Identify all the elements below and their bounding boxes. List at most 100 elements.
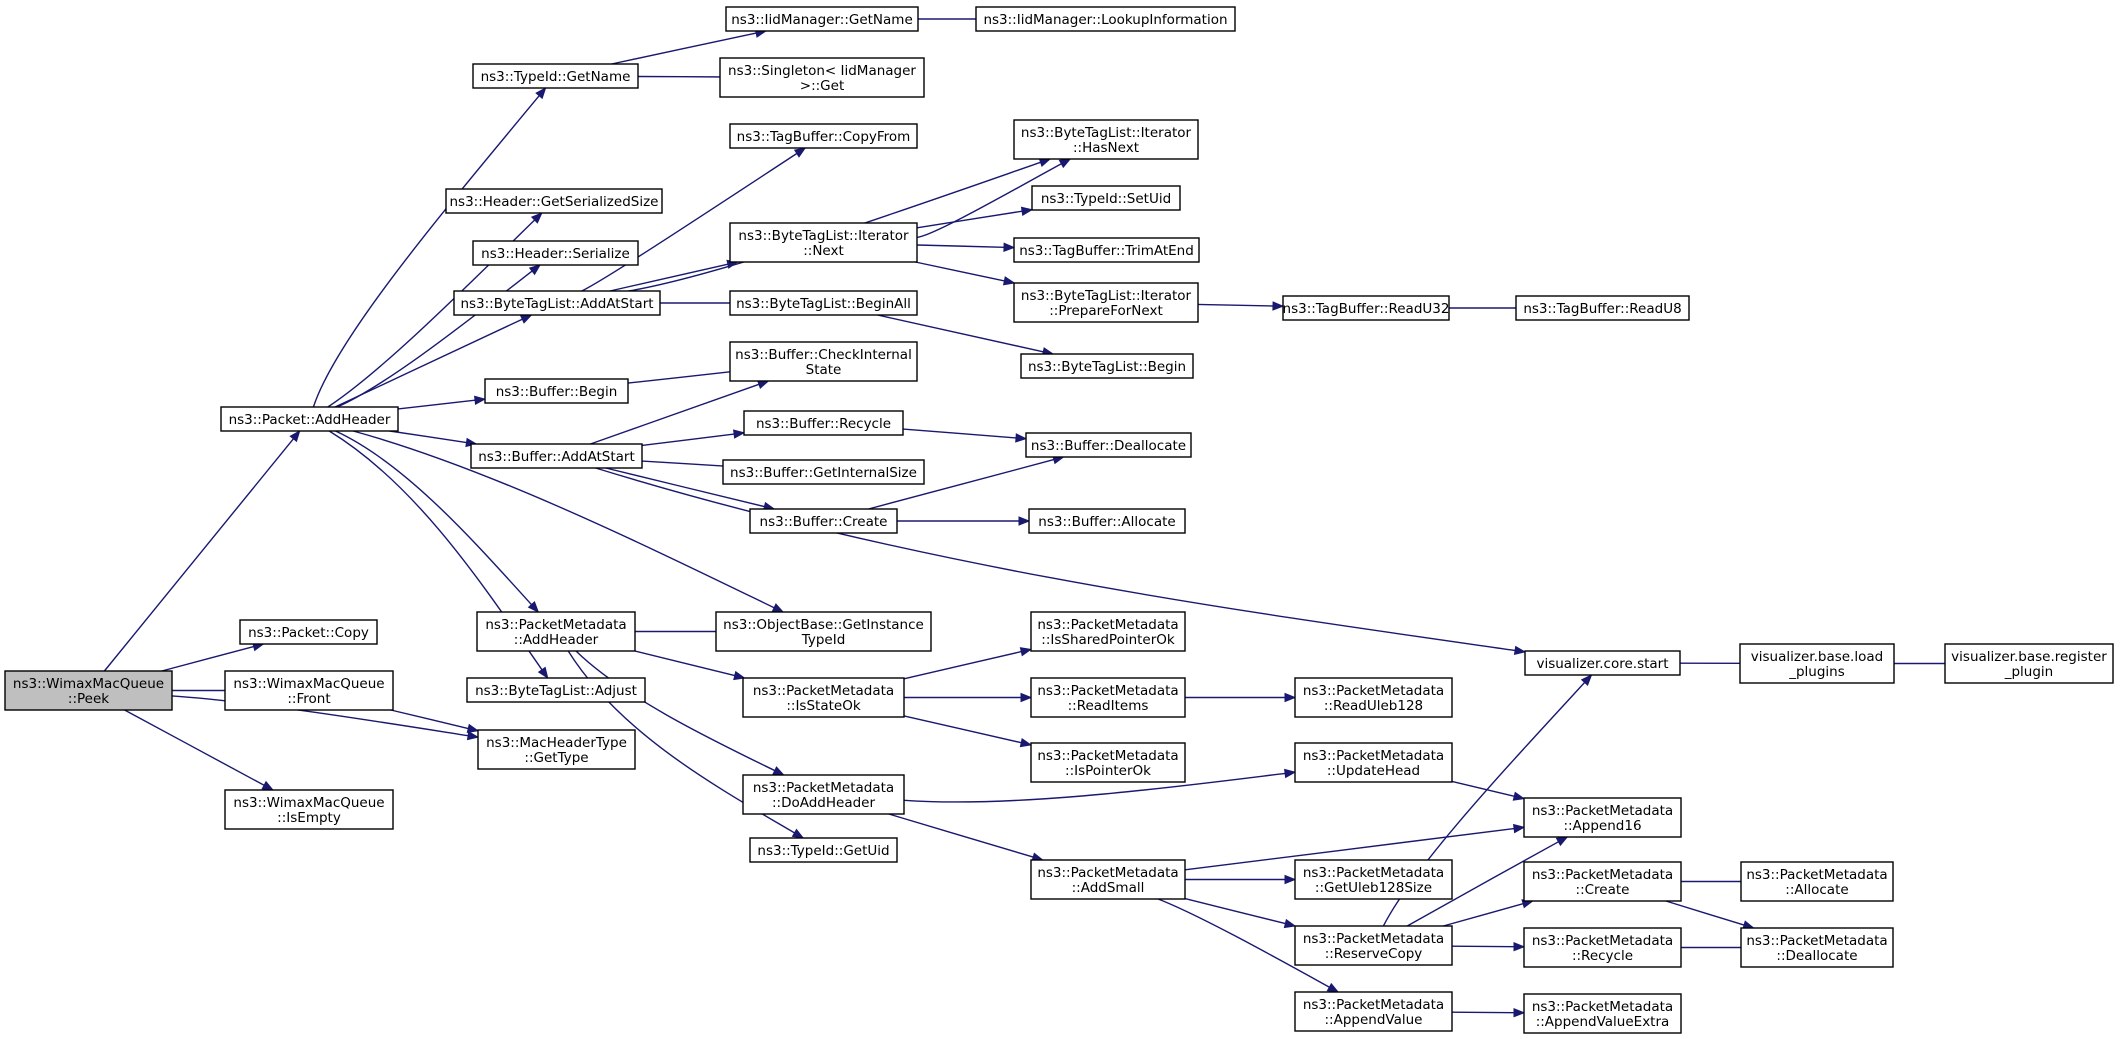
arrowhead bbox=[1513, 941, 1526, 952]
node-gettype[interactable]: ns3::MacHeaderType::GetType bbox=[477, 729, 636, 770]
node-box bbox=[749, 837, 898, 863]
node-btladdatstart[interactable]: ns3::ByteTagList::AddAtStart bbox=[453, 290, 661, 316]
node-peek[interactable]: ns3::WimaxMacQueue::Peek bbox=[4, 670, 173, 711]
node-label: ns3::IidManager::LookupInformation bbox=[983, 12, 1227, 28]
node-appendvalue[interactable]: ns3::PacketMetadata::AppendValue bbox=[1294, 991, 1453, 1032]
node-appendvalext[interactable]: ns3::PacketMetadata::AppendValueExtra bbox=[1523, 993, 1682, 1034]
node-addsmall[interactable]: ns3::PacketMetadata::AddSmall bbox=[1030, 859, 1186, 900]
node-isptrok[interactable]: ns3::PacketMetadata::IsPointerOk bbox=[1030, 742, 1186, 783]
node-label: ns3::WimaxMacQueue bbox=[233, 795, 384, 811]
arrowhead bbox=[528, 264, 542, 276]
node-btlbegin[interactable]: ns3::ByteTagList::Begin bbox=[1020, 353, 1194, 379]
node-getintsize[interactable]: ns3::Buffer::GetInternalSize bbox=[722, 459, 925, 485]
node-hdrser[interactable]: ns3::Header::Serialize bbox=[472, 240, 639, 266]
node-isempty[interactable]: ns3::WimaxMacQueue::IsEmpty bbox=[224, 789, 394, 830]
node-front[interactable]: ns3::WimaxMacQueue::Front bbox=[224, 670, 394, 711]
node-label: ns3::ObjectBase::GetInstance bbox=[723, 617, 924, 633]
node-label: ns3::PacketMetadata bbox=[485, 617, 626, 633]
node-label: ns3::MacHeaderType bbox=[486, 735, 627, 751]
node-pmaddheader[interactable]: ns3::PacketMetadata::AddHeader bbox=[476, 611, 636, 652]
node-label: ns3::ByteTagList::BeginAll bbox=[736, 296, 911, 312]
node-bufbegin[interactable]: ns3::Buffer::Begin bbox=[484, 378, 629, 404]
node-bufcreate[interactable]: ns3::Buffer::Create bbox=[749, 508, 898, 534]
node-trimatend[interactable]: ns3::TagBuffer::TrimAtEnd bbox=[1013, 237, 1200, 263]
node-label: ns3::ByteTagList::Adjust bbox=[475, 683, 637, 699]
node-box bbox=[1523, 927, 1682, 968]
node-vizstart[interactable]: visualizer.core.start bbox=[1524, 650, 1681, 676]
node-tbcopyfrom[interactable]: ns3::TagBuffer::CopyFrom bbox=[729, 123, 918, 149]
edge-line bbox=[1157, 898, 1330, 988]
node-box bbox=[1740, 927, 1894, 968]
edge-line bbox=[916, 210, 1023, 229]
node-readuleb[interactable]: ns3::PacketMetadata::ReadUleb128 bbox=[1294, 677, 1453, 718]
node-recycle[interactable]: ns3::Buffer::Recycle bbox=[743, 410, 904, 436]
node-label: ns3::PacketMetadata bbox=[1532, 999, 1673, 1015]
nodes-layer: ns3::WimaxMacQueue::Peek ns3::Packet::Add… bbox=[4, 6, 2114, 1034]
node-dealloc[interactable]: ns3::Buffer::Deallocate bbox=[1025, 432, 1192, 458]
node-updatehead[interactable]: ns3::PacketMetadata::UpdateHead bbox=[1294, 742, 1453, 783]
node-iidgetname[interactable]: ns3::IidManager::GetName bbox=[725, 6, 919, 32]
edge-line bbox=[161, 645, 254, 672]
node-lookupinfo[interactable]: ns3::IidManager::LookupInformation bbox=[975, 6, 1236, 32]
node-pmdealloc[interactable]: ns3::PacketMetadata::Deallocate bbox=[1740, 927, 1894, 968]
arrowhead bbox=[772, 766, 785, 776]
node-readu8[interactable]: ns3::TagBuffer::ReadU8 bbox=[1515, 295, 1690, 321]
node-btladjust[interactable]: ns3::ByteTagList::Adjust bbox=[466, 677, 646, 703]
edge-line bbox=[1451, 1011, 1515, 1014]
node-label: State bbox=[806, 362, 842, 378]
node-doaddheader[interactable]: ns3::PacketMetadata::DoAddHeader bbox=[742, 774, 905, 815]
arrowhead bbox=[1513, 645, 1527, 656]
node-label: ::HasNext bbox=[1073, 140, 1139, 156]
node-singleton[interactable]: ns3::Singleton< IidManager>::Get bbox=[719, 57, 925, 98]
node-pmcreate[interactable]: ns3::PacketMetadata::Create bbox=[1523, 861, 1682, 902]
arrowhead bbox=[1272, 301, 1285, 311]
node-addheader[interactable]: ns3::Packet::AddHeader bbox=[220, 406, 399, 432]
node-beginall[interactable]: ns3::ByteTagList::BeginAll bbox=[729, 290, 918, 316]
node-bufaddatstart[interactable]: ns3::Buffer::AddAtStart bbox=[470, 443, 643, 469]
node-ithasnext[interactable]: ns3::ByteTagList::Iterator::HasNext bbox=[1013, 119, 1199, 160]
node-pmrecycle[interactable]: ns3::PacketMetadata::Recycle bbox=[1523, 927, 1682, 968]
arrowhead bbox=[527, 601, 540, 613]
node-label: ns3::Packet::Copy bbox=[248, 625, 369, 641]
edge-addheader-to-pmaddheader bbox=[335, 430, 540, 613]
node-label: ::Next bbox=[803, 243, 844, 259]
node-getuid[interactable]: ns3::TypeId::GetUid bbox=[749, 837, 898, 863]
edge-line bbox=[609, 263, 729, 292]
node-append16[interactable]: ns3::PacketMetadata::Append16 bbox=[1523, 797, 1682, 838]
node-label: ::PrepareForNext bbox=[1049, 303, 1163, 319]
edge-addheader-to-bufaddatstart bbox=[389, 430, 478, 448]
node-readitems[interactable]: ns3::PacketMetadata::ReadItems bbox=[1030, 677, 1186, 718]
edge-readitems-to-readuleb bbox=[1185, 692, 1297, 703]
node-typeidgetname[interactable]: ns3::TypeId::GetName bbox=[472, 63, 639, 89]
node-bufalloc[interactable]: ns3::Buffer::Allocate bbox=[1028, 508, 1186, 534]
node-getulebsize[interactable]: ns3::PacketMetadata::GetUleb128Size bbox=[1294, 859, 1453, 900]
arrowhead bbox=[261, 780, 275, 791]
node-prepnext[interactable]: ns3::ByteTagList::Iterator::PrepareForNe… bbox=[1013, 282, 1199, 323]
node-pcopy[interactable]: ns3::Packet::Copy bbox=[239, 619, 378, 645]
node-issharedptr[interactable]: ns3::PacketMetadata::IsSharedPointerOk bbox=[1030, 611, 1186, 652]
node-box bbox=[1028, 508, 1186, 534]
node-isstateok[interactable]: ns3::PacketMetadata::IsStateOk bbox=[742, 677, 905, 718]
node-box bbox=[1523, 861, 1682, 902]
node-label: ns3::PacketMetadata bbox=[753, 683, 894, 699]
node-box bbox=[472, 63, 639, 89]
node-setuid[interactable]: ns3::TypeId::SetUid bbox=[1031, 185, 1181, 211]
node-label: ::Recycle bbox=[1572, 948, 1633, 964]
node-pmallocate[interactable]: ns3::PacketMetadata::Allocate bbox=[1740, 861, 1894, 902]
node-label: ns3::Buffer::Begin bbox=[496, 384, 618, 400]
edge-line bbox=[903, 650, 1022, 680]
node-vizload[interactable]: visualizer.base.load_plugins bbox=[1739, 643, 1895, 684]
node-reservecopy[interactable]: ns3::PacketMetadata::ReserveCopy bbox=[1294, 925, 1453, 966]
edge-addsmall-to-append16 bbox=[1184, 823, 1526, 871]
node-itnext[interactable]: ns3::ByteTagList::Iterator::Next bbox=[729, 222, 918, 263]
arrowhead bbox=[1018, 516, 1031, 526]
node-label: ns3::Buffer::GetInternalSize bbox=[730, 465, 917, 481]
node-hdrsersize[interactable]: ns3::Header::GetSerializedSize bbox=[445, 188, 663, 214]
edge-line bbox=[888, 813, 1034, 858]
node-box bbox=[476, 611, 636, 652]
arrowhead bbox=[1284, 768, 1297, 779]
node-readu32[interactable]: ns3::TagBuffer::ReadU32 bbox=[1282, 295, 1450, 321]
node-vizreg[interactable]: visualizer.base.register_plugin bbox=[1944, 643, 2114, 684]
